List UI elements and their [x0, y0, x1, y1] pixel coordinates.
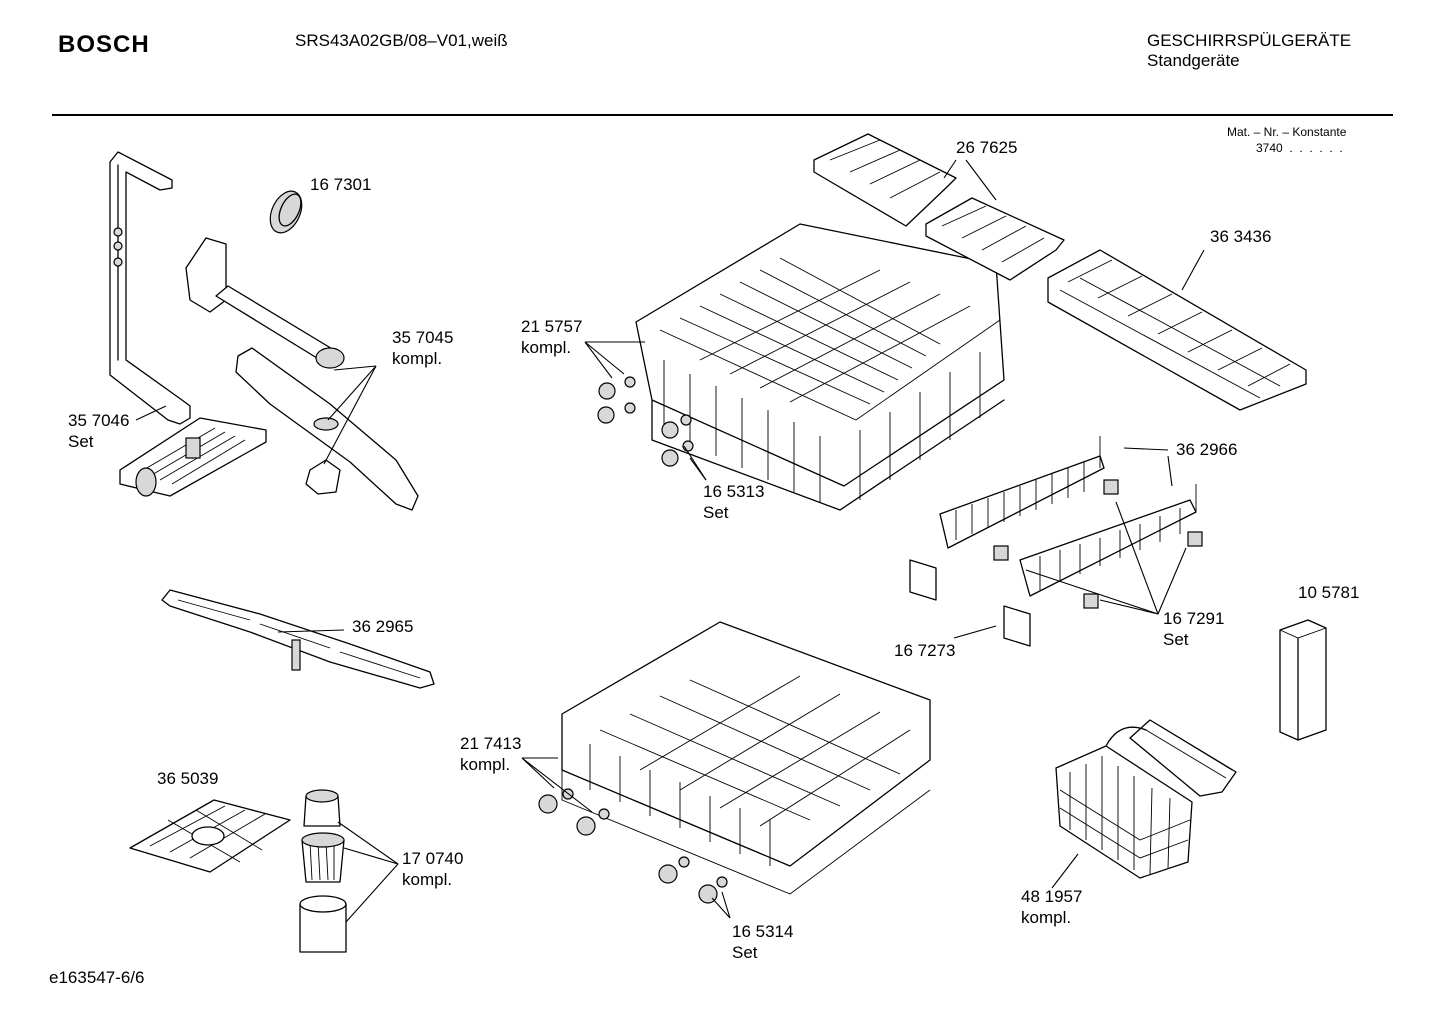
rack-clips — [993, 479, 1203, 609]
mat-nr-value: 3740 . . . . . . — [1256, 141, 1343, 155]
category-title: GESCHIRRSPÜLGERÄTE — [1147, 31, 1352, 50]
part-label-357046: 35 7046 — [68, 411, 130, 430]
filter-cylinders — [299, 789, 347, 953]
part-sub-217413: kompl. — [460, 755, 511, 774]
spray-arm-holder — [185, 237, 345, 369]
part-label-481957: 48 1957 — [1021, 887, 1083, 906]
part-sub-481957: kompl. — [1021, 908, 1072, 927]
part-sub-167291: Set — [1163, 630, 1189, 649]
brand-logo: BOSCH — [58, 31, 150, 58]
part-label-363436: 36 3436 — [1210, 227, 1272, 246]
part-sub-170740: kompl. — [402, 870, 453, 889]
cutlery-holder-column — [1279, 619, 1327, 741]
part-label-217413: 21 7413 — [460, 734, 522, 753]
part-label-215757: 21 5757 — [521, 317, 583, 336]
header-divider — [52, 114, 1393, 116]
part-label-167273: 16 7273 — [894, 641, 956, 660]
part-label-267625: 26 7625 — [956, 138, 1018, 157]
part-label-357045: 35 7045 — [392, 328, 454, 347]
part-label-365039: 36 5039 — [157, 769, 219, 788]
leader-lines — [135, 159, 1205, 923]
part-sub-165313: Set — [703, 503, 729, 522]
upper-spray-arm — [235, 347, 419, 511]
part-sub-357046: Set — [68, 432, 94, 451]
mat-nr-label: Mat. – Nr. – Konstante — [1227, 125, 1347, 139]
rack-holders — [909, 559, 1031, 647]
micro-filter-plate — [129, 799, 291, 873]
document-code: e163547-6/6 — [49, 968, 145, 987]
lower-rack — [561, 621, 931, 895]
cup-shelf-upper — [813, 133, 957, 227]
part-sub-357045: kompl. — [392, 349, 443, 368]
cup-shelf-lower — [925, 197, 1065, 281]
nozzle-cap — [269, 190, 303, 234]
model-number: SRS43A02GB/08–V01,weiß — [295, 31, 508, 50]
tine-rack-2 — [1019, 484, 1197, 597]
lower-rack-wheels — [538, 788, 728, 904]
spray-supply-pipe — [109, 151, 191, 425]
cutlery-tray — [1047, 249, 1307, 411]
cutlery-basket — [1055, 719, 1237, 879]
subcategory-title: Standgeräte — [1147, 51, 1240, 70]
part-label-362965: 36 2965 — [352, 617, 414, 636]
part-sub-165314: Set — [732, 943, 758, 962]
part-label-167301: 16 7301 — [310, 175, 372, 194]
part-label-362966: 36 2966 — [1176, 440, 1238, 459]
tine-rack-1 — [939, 436, 1105, 549]
lower-spray-arm — [161, 589, 435, 689]
part-label-165314: 16 5314 — [732, 922, 794, 941]
upper-rack — [635, 223, 1005, 511]
part-label-105781: 10 5781 — [1298, 583, 1360, 602]
filter-housing — [119, 417, 267, 497]
part-sub-215757: kompl. — [521, 338, 572, 357]
part-label-167291: 16 7291 — [1163, 609, 1225, 628]
part-label-170740: 17 0740 — [402, 849, 464, 868]
upper-rack-wheels — [597, 376, 694, 467]
part-label-165313: 16 5313 — [703, 482, 765, 501]
